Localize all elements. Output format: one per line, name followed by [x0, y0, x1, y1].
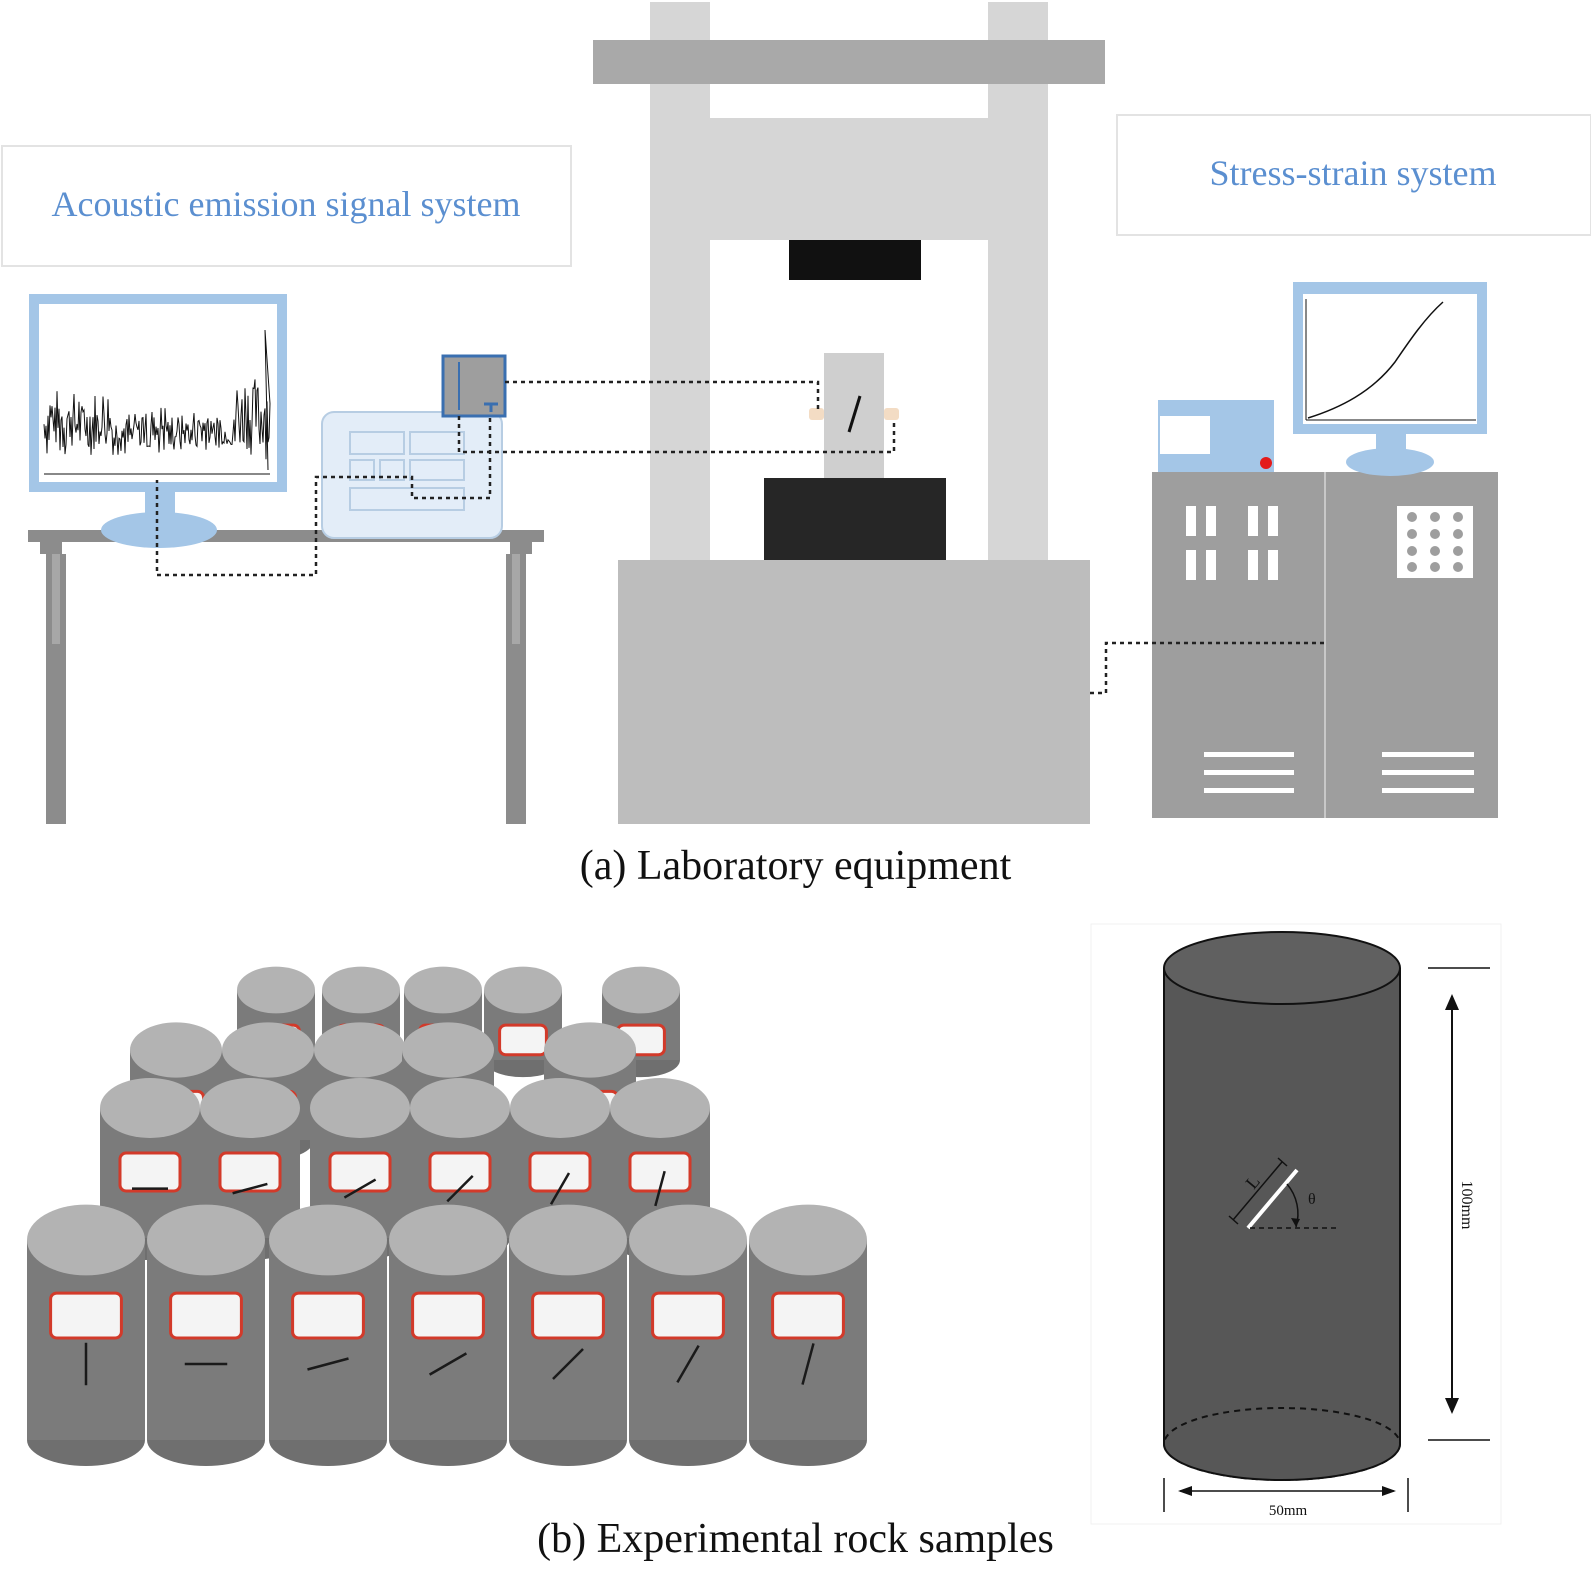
- cable-preamp-to-unit: [155, 418, 492, 577]
- rock-sample-cylinder: [410, 1078, 510, 1260]
- flaw-angle-symbol: θ: [1308, 1191, 1316, 1208]
- ae-label-text: Acoustic emission signal system: [52, 184, 521, 224]
- preamplifier: [441, 354, 507, 418]
- ss-label-box: Stress-strain system: [1116, 114, 1591, 236]
- ae-acquisition-unit: [321, 411, 503, 539]
- ss-label-text: Stress-strain system: [1210, 153, 1497, 193]
- rock-sample-cylinder: [509, 1204, 627, 1466]
- stress-strain-curve: [1307, 301, 1444, 419]
- pre-existing-flaw: [1246, 1168, 1299, 1230]
- rock-sample-cylinder: [147, 1204, 265, 1466]
- ae-monitor: [29, 294, 287, 548]
- caption-a: (a) Laboratory equipment: [579, 843, 1012, 889]
- loaded-specimen: [809, 353, 899, 478]
- ae-label-box: Acoustic emission signal system: [1, 145, 572, 267]
- dim-length-label: 100mm: [1458, 1181, 1475, 1230]
- rock-sample-cylinder: [749, 1204, 867, 1466]
- power-indicator: [1260, 457, 1272, 469]
- dim-diameter-label: 50mm: [1269, 1503, 1308, 1519]
- ss-monitor: [1293, 282, 1487, 476]
- rock-sample-cylinder: [389, 1204, 507, 1466]
- rock-sample-cylinder: [269, 1204, 387, 1466]
- rock-sample-cylinder: [27, 1204, 145, 1466]
- rock-samples-photo: [27, 966, 867, 1466]
- ae-signal-waveform: [43, 329, 271, 471]
- stress-strain-controller: [1152, 400, 1498, 818]
- rock-sample-cylinder: [484, 966, 562, 1078]
- rock-sample-cylinder: [629, 1204, 747, 1466]
- rock-sample-cylinder: [100, 1078, 200, 1260]
- signal-cables: [155, 380, 1326, 695]
- cable-sensor-to-preamp: [505, 380, 820, 410]
- loading-frame: [593, 2, 1105, 824]
- caption-b: (b) Experimental rock samples: [537, 1516, 1054, 1562]
- cable-frame-to-controller: [1090, 641, 1326, 695]
- cable-sensor-loop: [457, 416, 896, 454]
- specimen-schematic: L θ 100mm 50mm: [1090, 923, 1502, 1525]
